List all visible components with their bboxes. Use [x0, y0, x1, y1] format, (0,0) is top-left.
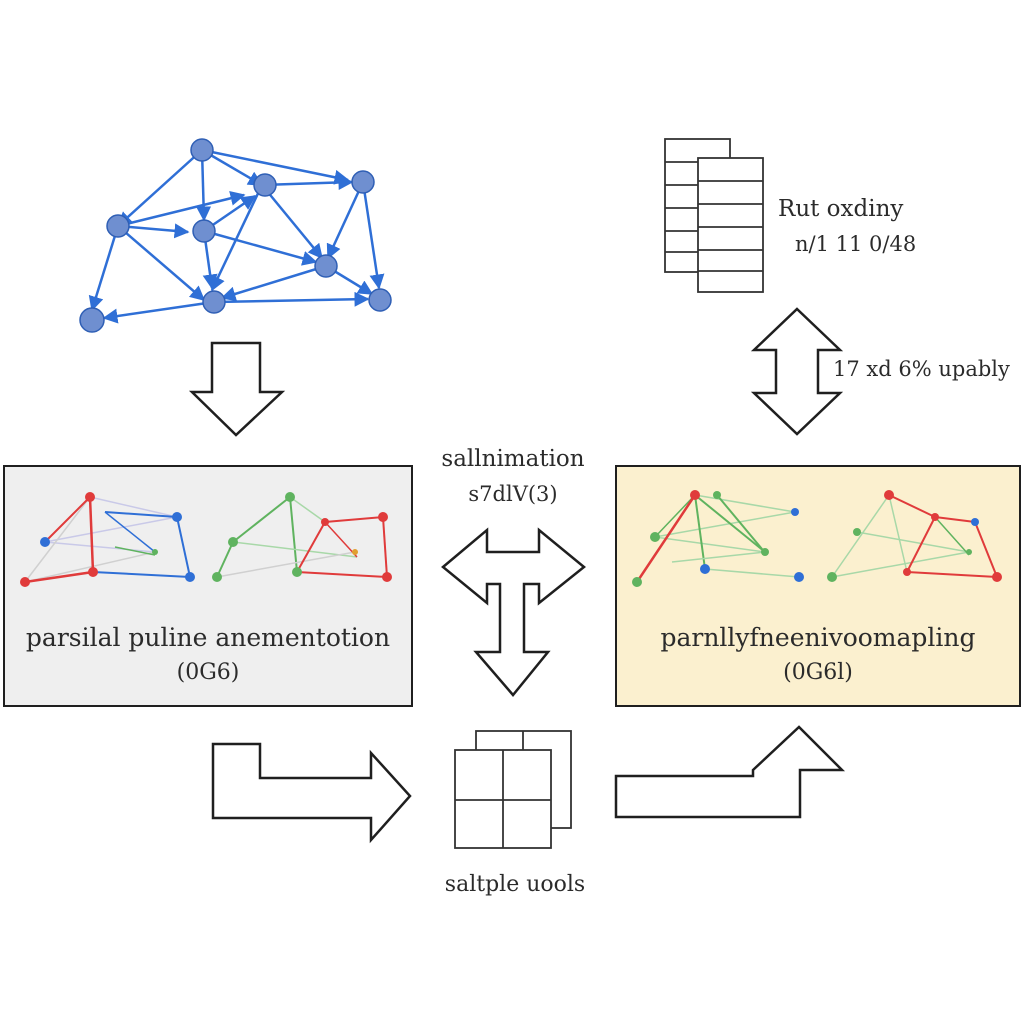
vertical-arrow-label: 17 xd 6% upably	[833, 357, 1010, 381]
graph-edge	[361, 181, 385, 290]
graph-node	[192, 219, 216, 243]
panel-right-title: parnllyfneenivoomapling	[660, 623, 976, 652]
right-arrow-bottom-left	[211, 742, 412, 844]
graph-edge	[201, 148, 350, 185]
bottom-label: saltple uools	[444, 872, 586, 897]
center-t-arrow	[441, 527, 586, 697]
graph-edge	[117, 190, 246, 228]
graph-node	[314, 254, 338, 278]
table-icon	[664, 138, 764, 293]
panel-left-subtitle: (0G6)	[176, 660, 240, 685]
panel-right: parnllyfneenivoomapling (0G6l)	[615, 465, 1021, 707]
graph-node	[368, 288, 392, 312]
graph-node	[351, 170, 375, 194]
graph-node	[79, 307, 105, 333]
down-arrow	[188, 341, 286, 437]
sample-grid-icon	[454, 730, 572, 849]
center-label-line1: sallnimation	[441, 446, 585, 472]
graph-edge	[220, 264, 327, 302]
up-right-arrow-bottom-right	[614, 725, 846, 819]
panel-left-title: parsilal puline anementotion	[25, 623, 391, 652]
graph-node	[253, 173, 277, 197]
graph-edge	[203, 229, 318, 266]
graph-edge	[213, 291, 370, 307]
graph-edge	[88, 225, 120, 312]
panel-right-graphs	[632, 490, 1002, 587]
graph-edge	[117, 225, 206, 301]
panel-right-subtitle: (0G6l)	[783, 660, 853, 685]
graph-edge	[261, 174, 354, 190]
graph-node	[190, 138, 214, 162]
input-graph	[88, 148, 385, 324]
graph-node	[202, 290, 226, 314]
center-label-line2: s7dlV(3)	[468, 482, 558, 506]
panel-left: parsilal puline anementotion (0G6)	[3, 465, 413, 707]
graph-edge	[116, 149, 203, 228]
panel-left-graphs	[20, 492, 392, 587]
graph-node	[106, 214, 130, 238]
graph-edge	[102, 300, 215, 324]
graph-edge	[326, 181, 365, 260]
vertical-double-arrow	[750, 307, 844, 436]
table-label-line2: n/1 11 0/48	[795, 232, 917, 256]
graph-edge	[261, 184, 323, 260]
table-label-line1: Rut oxdiny	[778, 196, 904, 222]
